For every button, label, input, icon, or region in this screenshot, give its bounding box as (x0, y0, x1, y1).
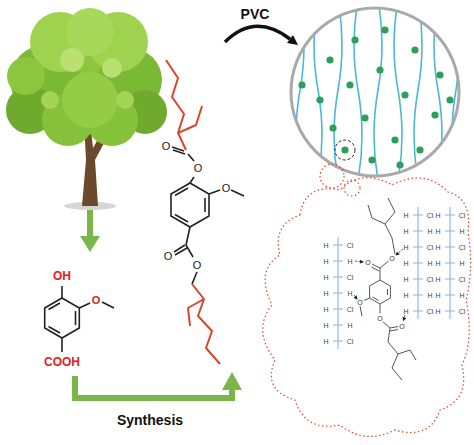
pvc-matrix-circle (291, 0, 460, 180)
chain-atom-label: H (323, 322, 328, 329)
chain-atom-label: H (403, 276, 408, 283)
chain-atom-label: Cl (459, 212, 466, 219)
chain-atom-label: Cl (427, 244, 434, 251)
alkyl-chain (166, 60, 220, 364)
pointer-arrow (225, 26, 298, 45)
chain-atom-label: Cl (459, 244, 466, 251)
chain-atom-label: H (323, 242, 328, 249)
chain-atom-label: H (323, 274, 328, 281)
chain-atom-label: H (403, 212, 408, 219)
chain-atom-label: H (347, 258, 352, 265)
chain-atom-label: H (403, 260, 408, 267)
chain-atom-label: H (323, 290, 328, 297)
atom-label: O (377, 315, 382, 322)
chain-atom-label: H (347, 322, 352, 329)
chain-atom-label: H (427, 260, 432, 267)
zoom-cloud (263, 164, 471, 436)
chain-atom-label: H (435, 244, 440, 251)
atom-label: O (193, 260, 202, 271)
atom-label: O (399, 323, 404, 330)
chain-atom-label: H (459, 260, 464, 267)
chain-atom-label: H (403, 228, 408, 235)
chain-atom-label: Cl (347, 242, 354, 249)
chain-atom-label: H (427, 228, 432, 235)
chain-atom-label: H (403, 292, 408, 299)
chain-atom-label: H (435, 228, 440, 235)
atom-label: O (357, 299, 362, 306)
chain-atom-label: Cl (347, 338, 354, 345)
chain-atom-label: H (323, 258, 328, 265)
chain-atom-label: Cl (459, 308, 466, 315)
atom-label: O (222, 183, 231, 194)
atom-label: O (92, 295, 101, 306)
chain-atom-label: Cl (427, 308, 434, 315)
chain-atom-label: H (459, 228, 464, 235)
chain-atom-label: Cl (459, 276, 466, 283)
chain-atom-label: Cl (427, 212, 434, 219)
process-arrow (75, 210, 242, 398)
chain-atom-label: H (435, 260, 440, 267)
chain-atom-label: H (435, 292, 440, 299)
chain-atom-label: H (435, 308, 440, 315)
chain-atom-label: Cl (347, 274, 354, 281)
plasticizer-molecule (360, 198, 416, 380)
step-label: Synthesis (117, 413, 183, 427)
chain-atom-label: H (403, 308, 408, 315)
group-label: COOH (44, 356, 80, 368)
atom-label: O (389, 255, 394, 262)
vanillic-acid-structure (45, 286, 114, 352)
chain-atom-label: H (347, 290, 352, 297)
chain-atom-label: Cl (347, 306, 354, 313)
tree-illustration (6, 8, 167, 210)
chain-atom-label: H (435, 276, 440, 283)
chain-atom-label: H (435, 212, 440, 219)
diester-structure (171, 147, 244, 284)
atom-label: O (194, 163, 203, 174)
pvc-chain (333, 207, 455, 349)
chain-atom-label: H (427, 292, 432, 299)
interaction-arrow (354, 249, 405, 321)
atom-label: O (365, 259, 370, 266)
group-label: OH (53, 270, 71, 282)
chain-atom-label: H (323, 306, 328, 313)
chain-atom-label: H (403, 244, 408, 251)
chain-atom-label: H (323, 338, 328, 345)
atom-label: O (162, 141, 171, 152)
chain-atom-label: H (459, 292, 464, 299)
atom-label: O (164, 251, 173, 262)
chain-atom-label: Cl (427, 276, 434, 283)
material-label: PVC (241, 7, 270, 21)
